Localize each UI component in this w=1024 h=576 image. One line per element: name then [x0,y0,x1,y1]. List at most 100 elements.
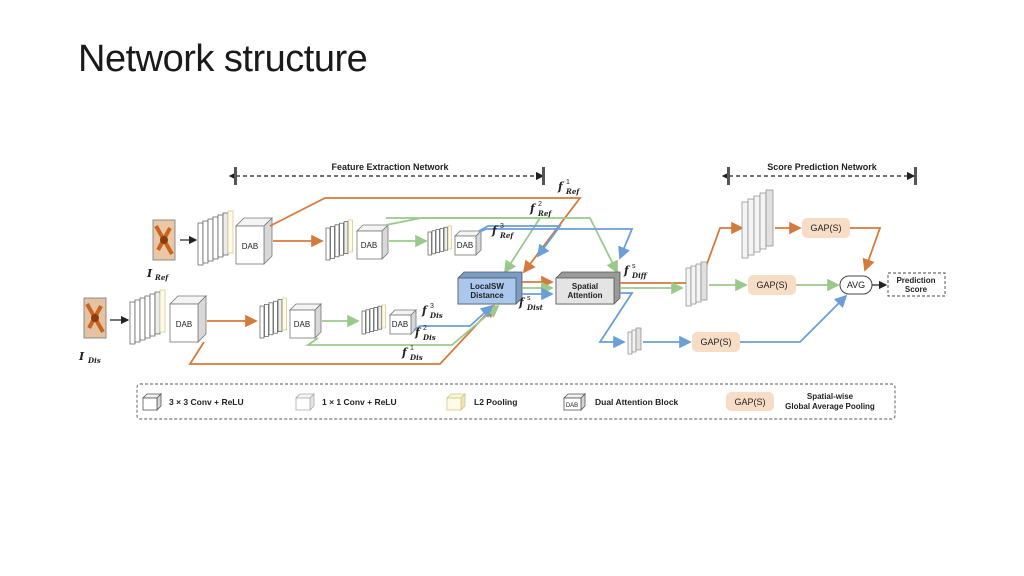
localsw-distance-block: LocalSW Distance [457,271,523,305]
conv-layer [197,222,204,266]
l2-pooling-layer [447,225,452,250]
svg-text:GAP(S): GAP(S) [734,397,765,407]
feature-extraction-label: Feature Extraction Network [331,162,449,172]
conv-stack-ref-2 [325,219,353,261]
localsw-line2: Distance [470,291,504,300]
dab-ref-3-label: DAB [457,241,473,250]
score-feature-small [627,327,642,355]
gap-ref-label: GAP(S) [810,223,841,233]
label-f-ref-3: f 3 Ref [491,223,515,240]
conv-layer [134,299,141,343]
conv-stack-ref-3 [427,225,452,256]
conv-layer [343,221,349,254]
gap-mid-label: GAP(S) [756,280,787,290]
l2-pooling-layer [282,297,287,331]
conv-layer [365,309,370,334]
svg-text:f: f [557,180,565,193]
prediction-line2: Score [905,285,928,294]
dis-image [83,297,107,339]
legend-conv3: 3 × 3 Conv + ReLU [169,397,244,407]
svg-text:1: 1 [566,179,570,186]
conv-layer [149,293,156,337]
label-f-dis-3: f 3 Dis [421,303,443,320]
conv-layer [427,231,432,256]
conv-layer [431,230,436,255]
svg-text:f: f [518,296,526,309]
svg-text:2: 2 [538,201,542,208]
conv-layer [361,310,366,335]
svg-text:Ref: Ref [499,231,515,240]
l2-pooling-layer [381,304,386,329]
prediction-line1: Prediction [896,276,935,285]
legend-conv1: 1 × 1 Conv + ReLU [322,397,397,407]
conv-stack-dis-1 [129,289,166,345]
gap-box-mid: GAP(S) [748,275,796,295]
conv-layer [217,214,224,258]
conv-stack-ref-1 [197,210,234,266]
spatial-attention-block: Spatial Attention [555,271,621,305]
feature-extraction-header: Feature Extraction Network [228,162,545,185]
slide-title: Network structure [78,38,368,80]
dis-input-label: I [78,350,85,363]
svg-text:2: 2 [423,325,427,332]
dab-ref-2-label: DAB [361,241,377,250]
score-feature-mid [685,261,708,307]
l2-pooling-layer [227,210,234,254]
dab-dis-2-label: DAB [294,320,310,329]
svg-text:Ref: Ref [537,209,553,218]
svg-text:3: 3 [500,223,504,230]
conv-layer [202,220,209,264]
legend-gap-line1: Spatial-wise [807,392,854,401]
ref-image [152,219,176,261]
label-f-diff-s: f s Diff [623,263,648,280]
dab-ref-1: DAB [235,217,273,265]
svg-text:f: f [529,202,537,215]
label-f-dis-2: f 2 Dis [414,325,436,342]
conv-layer [330,226,335,259]
score-feature-ref [741,189,774,259]
dis-input-sub: Dis [87,356,101,365]
legend-dab-icon: DAB [563,393,586,411]
conv-layer [325,227,331,261]
conv-layer [435,229,440,253]
svg-text:f: f [491,224,499,237]
conv-layer [212,216,219,260]
ref-input-sub: Ref [154,273,170,282]
gap-small-label: GAP(S) [700,337,731,347]
svg-text:s: s [632,263,636,270]
svg-text:1: 1 [410,345,414,352]
legend-l2: L2 Pooling [474,397,517,407]
conv-layer [373,307,378,331]
dab-ref-1-label: DAB [242,242,258,251]
dab-dis-1: DAB [169,295,207,343]
conv-layer [339,222,344,256]
conv-layer [144,295,151,339]
spatial-line1: Spatial [572,282,598,291]
svg-text:s: s [527,295,531,302]
avg-node: AVG [839,275,873,295]
dab-dis-3-label: DAB [392,320,408,329]
legend-dab: Dual Attention Block [595,397,679,407]
prediction-score-box: Prediction Score [887,272,946,297]
label-f-ref-1: f 1 Ref [557,179,581,196]
conv-layer [268,302,274,336]
conv-stack-dis-2 [259,297,287,339]
conv-layer [207,218,214,262]
svg-text:f: f [414,326,422,339]
score-prediction-label: Score Prediction Network [767,162,878,172]
conv-layer [369,308,374,332]
legend-conv3-icon [142,393,162,411]
spatial-line2: Attention [567,291,602,300]
label-f-dist-s: f s Dist [518,295,544,312]
conv-layer [443,226,448,251]
localsw-line1: LocalSW [470,282,504,291]
legend-gap-line2: Global Average Pooling [785,402,875,411]
conv-stack-dis-3 [361,304,386,335]
conv-layer [129,301,136,345]
conv-layer [273,300,278,334]
svg-text:Dis: Dis [409,353,423,362]
svg-text:f: f [421,304,429,317]
legend-conv1-icon [295,393,315,411]
gap-box-ref: GAP(S) [802,218,850,238]
